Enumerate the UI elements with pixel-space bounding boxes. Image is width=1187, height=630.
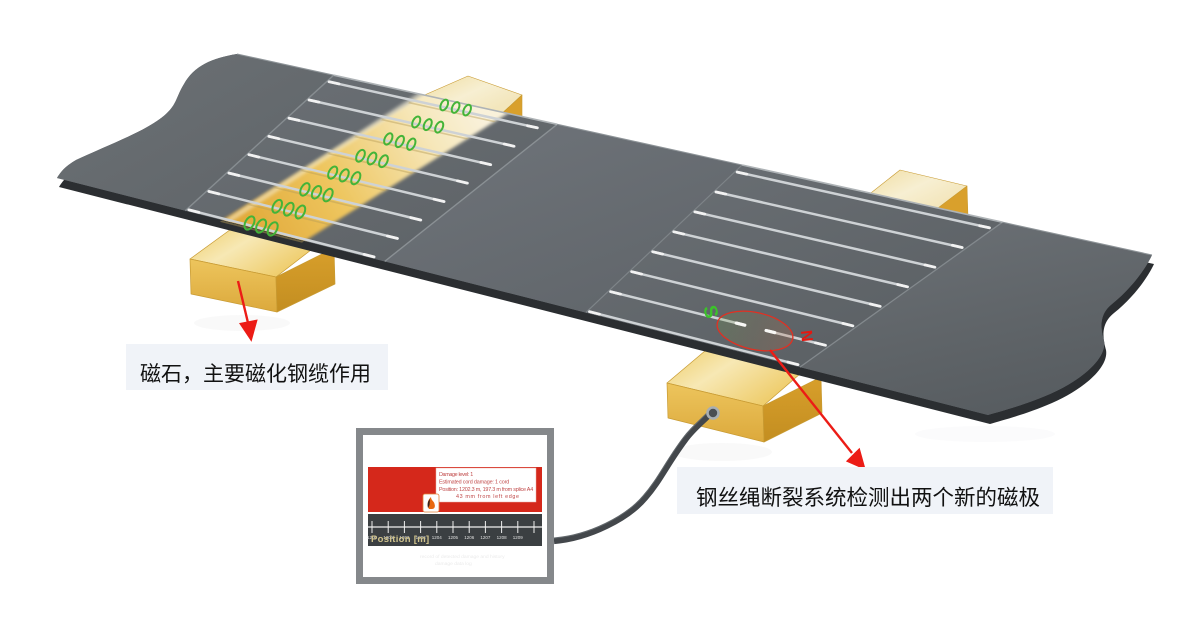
svg-text:record of detected damage and: record of detected damage and history xyxy=(420,554,505,560)
svg-text:1209: 1209 xyxy=(513,535,524,540)
svg-text:Estimated cord damage: 1 cord: Estimated cord damage: 1 cord xyxy=(439,480,509,486)
svg-text:1205: 1205 xyxy=(448,535,459,540)
svg-text:Position: 1202.3 m, 197.3 m fr: Position: 1202.3 m, 197.3 m from splice … xyxy=(439,487,533,493)
svg-text:1206: 1206 xyxy=(464,535,475,540)
svg-text:1203: 1203 xyxy=(416,535,427,540)
svg-text:43 mm from left edge: 43 mm from left edge xyxy=(456,494,519,500)
svg-text:1207: 1207 xyxy=(480,535,491,540)
svg-text:damage data log: damage data log xyxy=(435,561,472,567)
svg-text:1202: 1202 xyxy=(399,535,410,540)
svg-text:1201: 1201 xyxy=(383,535,394,540)
svg-text:Damage level: 1: Damage level: 1 xyxy=(439,472,473,478)
svg-text:1204: 1204 xyxy=(432,535,443,540)
svg-text:磁石，主要磁化钢缆作用: 磁石，主要磁化钢缆作用 xyxy=(140,363,371,386)
svg-text:N: N xyxy=(797,329,815,342)
svg-text:S: S xyxy=(698,303,721,320)
svg-text:1200: 1200 xyxy=(367,535,378,540)
svg-text:1208: 1208 xyxy=(497,535,508,540)
svg-text:钢丝绳断裂系统检测出两个新的磁极: 钢丝绳断裂系统检测出两个新的磁极 xyxy=(696,486,1040,510)
svg-text:Position [m]: Position [m] xyxy=(371,534,430,545)
